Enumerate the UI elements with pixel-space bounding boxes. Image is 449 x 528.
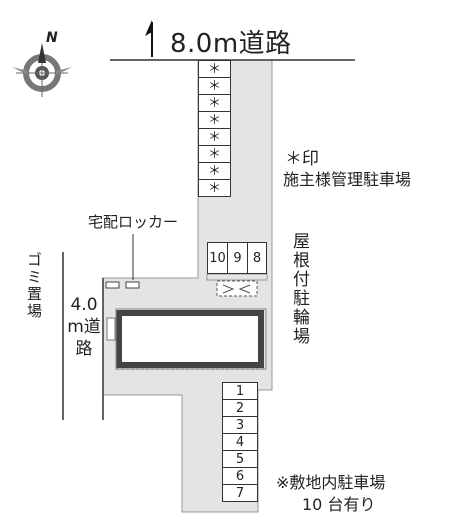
owner-space: ＊ bbox=[198, 162, 231, 180]
garbage-label: ゴミ置場 bbox=[25, 252, 43, 320]
building bbox=[116, 310, 264, 368]
north-road-label: 8.0m道路 bbox=[170, 29, 292, 59]
owner-space: ＊ bbox=[198, 179, 231, 197]
parking-column: 1 2 3 4 5 6 7 bbox=[222, 382, 260, 502]
onsite-parking-note-line2: 10 台有り bbox=[302, 495, 376, 514]
owner-space: ＊ bbox=[198, 94, 231, 112]
parking-space: 3 bbox=[222, 416, 258, 434]
owner-space: ＊ bbox=[198, 60, 231, 78]
asterisk-legend-line2: 施主様管理駐車場 bbox=[283, 170, 412, 189]
owner-space: ＊ bbox=[198, 145, 231, 163]
entrance-step bbox=[106, 317, 116, 341]
parking-space: 1 bbox=[222, 382, 258, 400]
owner-space: ＊ bbox=[198, 111, 231, 129]
garbage-box bbox=[105, 281, 120, 289]
west-road-label: 4.0m道路 bbox=[67, 295, 101, 359]
delivery-locker-label: 宅配ロッカー bbox=[88, 213, 179, 231]
bike-slot-8: 8 bbox=[247, 242, 267, 274]
bike-parking-label: 屋根付駐輪場 bbox=[289, 232, 309, 346]
north-arrow-head bbox=[145, 20, 152, 36]
locker-box bbox=[125, 281, 140, 289]
owner-space: ＊ bbox=[198, 128, 231, 146]
bike-parking-zone bbox=[216, 280, 258, 297]
owner-space-column: ＊ ＊ ＊ ＊ ＊ ＊ ＊ ＊ bbox=[198, 60, 231, 197]
bike-slot-10: 10 bbox=[207, 242, 228, 274]
parking-space: 6 bbox=[222, 467, 258, 485]
asterisk-legend-line1: ＊印 bbox=[285, 149, 319, 169]
parking-space: 5 bbox=[222, 450, 258, 468]
onsite-parking-note-line1: ※敷地内駐車場 bbox=[276, 473, 386, 492]
bike-slot-9: 9 bbox=[227, 242, 248, 274]
parking-space: 4 bbox=[222, 433, 258, 451]
parking-space: 2 bbox=[222, 399, 258, 417]
compass-n-label: N bbox=[46, 30, 58, 46]
owner-space: ＊ bbox=[198, 77, 231, 95]
compass-icon bbox=[12, 43, 72, 97]
bike-base bbox=[206, 273, 268, 281]
parking-space: 7 bbox=[222, 484, 258, 502]
